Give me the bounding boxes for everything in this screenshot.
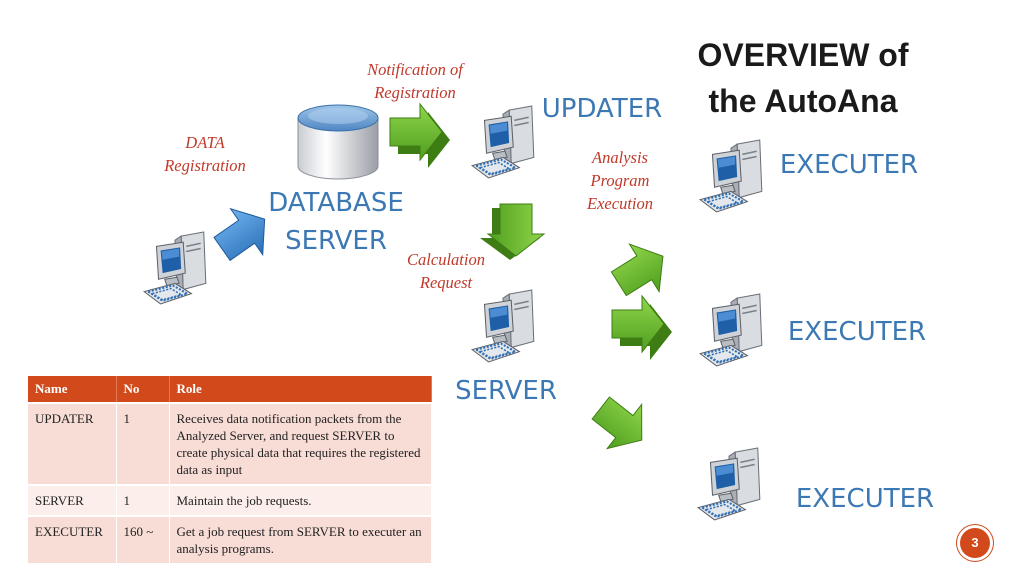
table-row: UPDATER 1 Receives data notification pac… (28, 402, 432, 485)
slide-title: OVERVIEW of the AutoAna (668, 32, 938, 124)
client-computer-icon (143, 230, 207, 305)
updater-label: UPDATER (541, 94, 663, 124)
server-computer-icon (471, 288, 535, 363)
title-line-1: OVERVIEW of (697, 37, 909, 73)
calculation-note-line-2: Request (419, 273, 473, 292)
cell-no: 1 (116, 402, 170, 485)
notification-arrow-icon (389, 102, 450, 168)
notification-note-line-1: Notification of (367, 60, 463, 79)
title-line-2: the AutoAna (708, 83, 898, 119)
updater-computer-icon (471, 104, 535, 179)
analysis-note-line-2: Program (590, 171, 650, 190)
database-cylinder-icon (297, 104, 379, 180)
cell-name: EXECUTER (28, 515, 117, 563)
cell-name: SERVER (28, 484, 117, 516)
executer-label-3: EXECUTER (795, 484, 935, 514)
analysis-note-line-3: Execution (587, 194, 653, 213)
cell-role: Maintain the job requests. (169, 484, 432, 516)
header-no: No (116, 376, 170, 403)
calculation-note: Calculation Request (396, 248, 496, 294)
execution-arrow-icon-1 (610, 243, 664, 297)
cell-role: Get a job request from SERVER to execute… (169, 515, 432, 563)
calculation-note-line-1: Calculation (407, 250, 485, 269)
table-row: SERVER 1 Maintain the job requests. (28, 484, 432, 516)
table-row: EXECUTER 160 ~ Get a job request from SE… (28, 515, 432, 563)
cell-no: 1 (116, 484, 170, 516)
execution-arrow-icon-2 (611, 294, 672, 360)
server-label: SERVER (455, 376, 557, 406)
executer-label-2: EXECUTER (787, 317, 927, 347)
table-header-row: Name No Role (28, 376, 432, 403)
executer-computer-icon-2 (699, 292, 763, 367)
notification-note: Notification of Registration (350, 58, 480, 104)
data-registration-note-line-2: Registration (164, 156, 246, 175)
executer-label-1: EXECUTER (779, 150, 919, 180)
header-name: Name (28, 376, 117, 403)
execution-arrow-icon-3 (591, 396, 643, 450)
database-server-label: DATABASE SERVER (256, 184, 416, 260)
database-server-label-line-2: SERVER (285, 226, 387, 256)
roles-table: Name No Role UPDATER 1 Receives data not… (28, 376, 432, 563)
data-registration-note-line-1: DATA (185, 133, 225, 152)
cell-role: Receives data notification packets from … (169, 402, 432, 485)
notification-note-line-2: Registration (374, 83, 456, 102)
data-registration-note: DATA Registration (150, 131, 260, 177)
cell-no: 160 ~ (116, 515, 170, 563)
executer-computer-icon-1 (699, 138, 763, 213)
data-registration-arrow-icon (213, 207, 266, 262)
calculation-arrow-icon (480, 203, 546, 260)
executer-computer-icon-3 (697, 446, 761, 521)
analysis-note-line-1: Analysis (592, 148, 648, 167)
page-number-badge: 3 (960, 528, 990, 558)
analysis-note: Analysis Program Execution (572, 146, 668, 215)
header-role: Role (169, 376, 432, 403)
cell-name: UPDATER (28, 402, 117, 485)
database-server-label-line-1: DATABASE (268, 188, 404, 218)
